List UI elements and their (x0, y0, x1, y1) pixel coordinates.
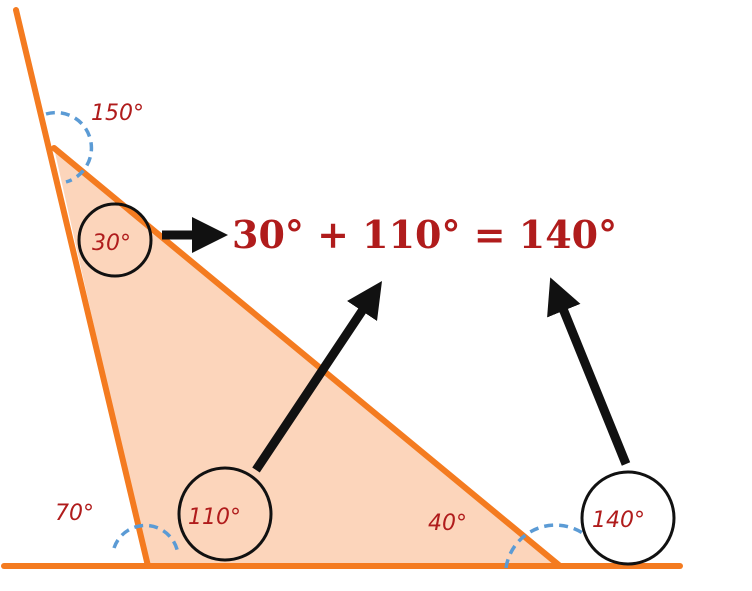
top-interior-circle (77, 202, 153, 278)
angle-sum-equation: 30° + 110° = 140° (232, 212, 617, 257)
arrow-from-110-to-equation (252, 281, 382, 473)
bottom-left-exterior-angle-label: 70° (55, 501, 94, 526)
bottom-right-exterior-arc (504, 523, 585, 569)
hypotenuse-line (51, 145, 563, 569)
bottom-left-exterior-arc (112, 523, 180, 555)
bottom-right-exterior-circle (580, 470, 676, 566)
top-interior-angle-label: 30° (92, 231, 131, 256)
left-side-line (13, 7, 151, 569)
bottom-left-interior-circle (177, 466, 273, 562)
top-exterior-arc (45, 110, 94, 184)
top-exterior-angle-label: 150° (91, 101, 144, 126)
arrow-from-140-to-equation (547, 277, 631, 466)
bottom-right-exterior-angle-label: 140° (592, 508, 645, 533)
bottom-right-interior-angle-label: 40° (428, 511, 467, 536)
bottom-left-interior-angle-label: 110° (188, 505, 241, 530)
